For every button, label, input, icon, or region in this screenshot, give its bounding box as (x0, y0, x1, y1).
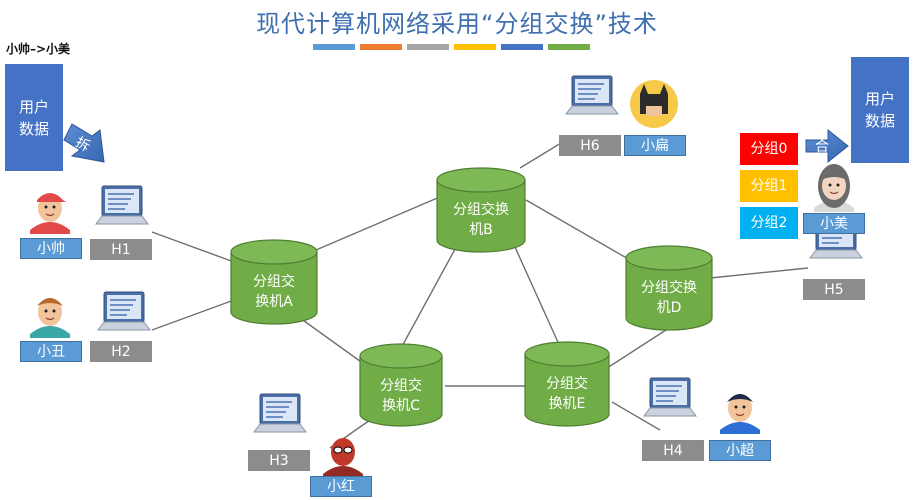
packet-0: 分组0 (740, 133, 798, 165)
packet-1: 分组1 (740, 170, 798, 202)
color-bar-segment (548, 44, 590, 50)
switch-c-label: 分组交 换机C (380, 378, 422, 414)
color-bar-segment (360, 44, 402, 50)
host-h5-label: H5 (803, 279, 865, 300)
page-title: 现代计算机网络采用“分组交换”技术 (256, 10, 658, 38)
switch-b-label: 分组交换 机B (453, 202, 509, 238)
packet-2: 分组2 (740, 207, 798, 239)
person-xiaochou-label: 小丑 (20, 341, 82, 362)
color-bar-segment (313, 44, 355, 50)
switch-e (524, 341, 610, 427)
person-avatar-icon (814, 164, 854, 212)
switch-d (625, 245, 713, 331)
person-xiaobian-label: 小扁 (624, 135, 686, 156)
packet-1-label: 分组1 (750, 178, 788, 194)
switch-d-label: 分组交换 机D (641, 280, 697, 316)
switch-e-label: 分组交 换机E (546, 376, 588, 412)
switch-a (230, 239, 318, 325)
person-xiaoshuai-label: 小帅 (20, 238, 82, 259)
user-data-left: 用户 数据 (5, 64, 63, 171)
route-label: 小帅–>小美 (6, 42, 71, 56)
person-avatar-icon (720, 394, 760, 434)
person-xiaomei-label: 小美 (803, 213, 865, 234)
color-bar-segment (501, 44, 543, 50)
host-h1-label: H1 (90, 239, 152, 260)
merge-label: 合 (815, 139, 829, 155)
laptop-icon (95, 185, 149, 225)
person-avatar-icon (323, 438, 363, 478)
laptop-icon (565, 75, 619, 115)
laptop-icon (253, 393, 307, 433)
packet-0-label: 分组0 (750, 141, 788, 157)
person-xiaohong-label: 小红 (310, 476, 372, 497)
laptop-icon (643, 377, 697, 417)
host-h2-label: H2 (90, 341, 152, 362)
person-xiaochao-label: 小超 (709, 440, 771, 461)
network-links (151, 139, 809, 449)
split-arrow-icon (63, 123, 105, 163)
laptop-icon (97, 291, 151, 331)
switch-c (359, 343, 443, 427)
switch-a-label: 分组交 换机A (253, 274, 295, 310)
host-h6-label: H6 (559, 135, 621, 156)
person-avatar-icon (630, 80, 678, 128)
merge-arrow-icon (805, 128, 849, 164)
switch-b (436, 167, 526, 253)
person-avatar-icon (30, 193, 70, 234)
color-bar-segment (407, 44, 449, 50)
user-data-right: 用户 数据 (851, 57, 909, 163)
packet-2-label: 分组2 (750, 215, 788, 231)
host-h3-label: H3 (248, 450, 310, 471)
host-h4-label: H4 (642, 440, 704, 461)
color-bar-segment (454, 44, 496, 50)
person-avatar-icon (30, 298, 70, 338)
